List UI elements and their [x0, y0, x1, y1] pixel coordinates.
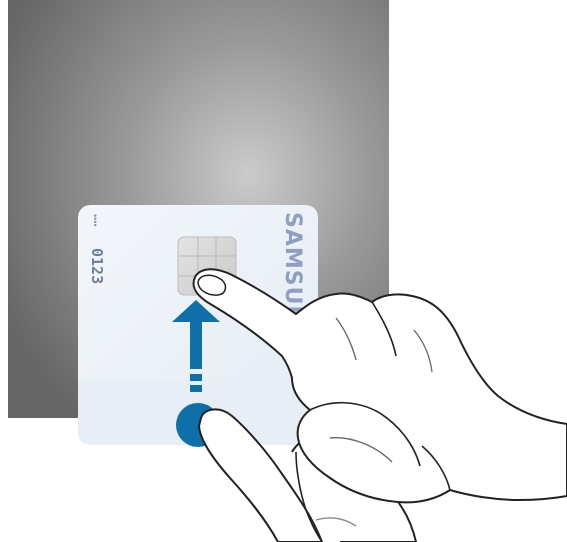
card-number-dots: ••••: [90, 214, 100, 227]
card-number-fragment: 0123: [88, 248, 106, 284]
